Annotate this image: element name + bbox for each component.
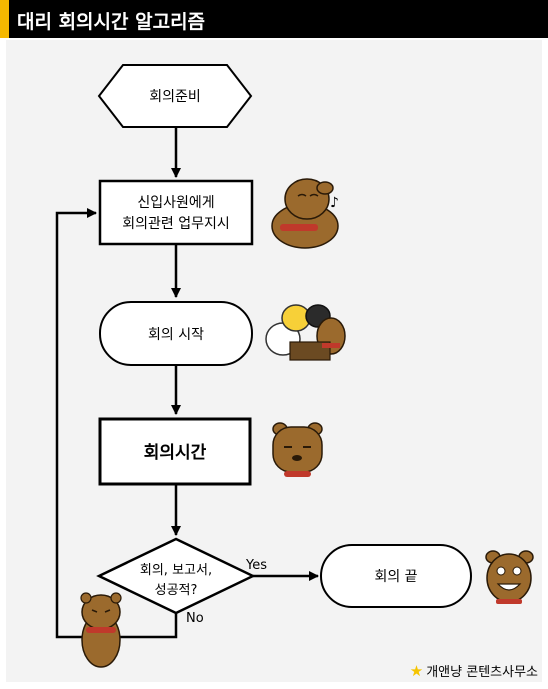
singing-bear-illustration: ♪ [271,178,339,249]
node-meeting-time: 회의시간 [98,417,252,486]
star-icon: ★ [409,662,424,680]
node-instruct-label-2: 회의관련 업무지시 [122,216,230,232]
title-bar: 대리 회의시간 알고리즘 [0,0,548,38]
node-end-label: 회의 끝 [374,569,417,585]
grin-bear-illustration [485,550,534,604]
node-decision: 회의, 보고서, 성공적? [96,537,256,615]
stare-bear-illustration [272,422,323,477]
crying-bear-illustration [80,592,122,668]
friends-group-illustration [265,304,346,361]
edge-label-no: No [186,611,204,626]
node-instruct: 신입사원에게 회의관련 업무지시 [98,179,254,246]
node-start: 회의 시작 [99,301,253,366]
title-accent [0,0,9,38]
page-title: 대리 회의시간 알고리즘 [17,11,206,33]
edge-loop-back [55,208,178,639]
footer-credit-text: 개앤냥 콘텐츠사무소 [426,665,538,680]
node-end: 회의 끝 [320,544,472,608]
node-decision-label-2: 성공적? [155,583,198,598]
node-decision-label-1: 회의, 보고서, [140,563,212,578]
node-start-label: 회의 시작 [148,327,204,343]
node-prep-label: 회의준비 [149,89,201,105]
music-note-icon: ♪ [330,195,339,211]
edge-label-yes: Yes [245,558,267,573]
node-prep: 회의준비 [97,64,253,128]
footer-credit: ★개앤냥 콘텐츠사무소 [410,661,538,680]
node-instruct-label-1: 신입사원에게 [137,195,214,211]
node-meeting-time-label: 회의시간 [144,443,207,463]
